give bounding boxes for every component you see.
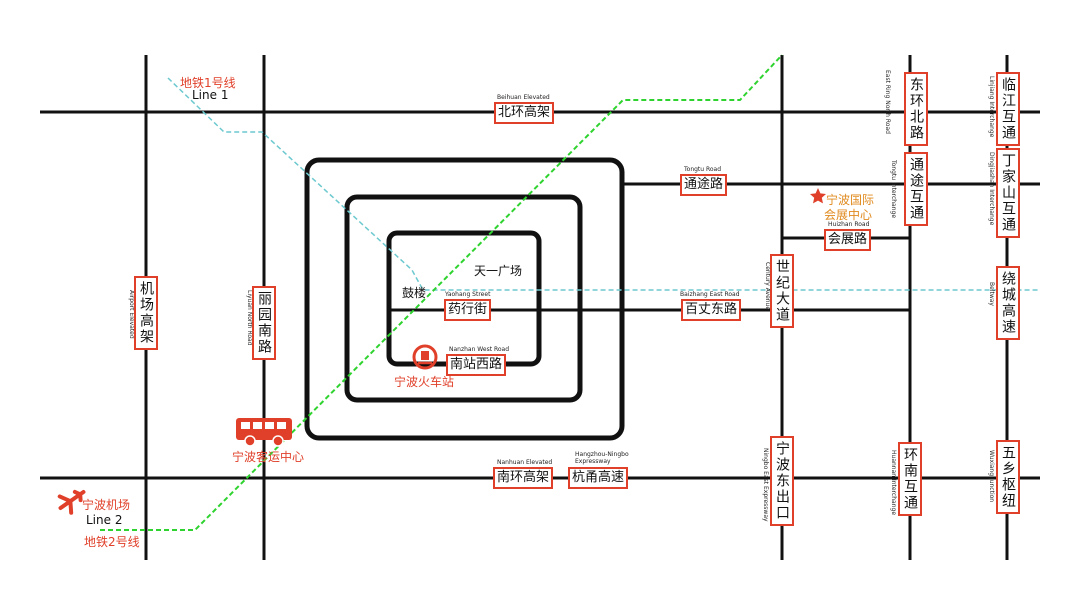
railway-station-label: 宁波火车站: [394, 375, 455, 389]
metro-line-1: [167, 77, 1040, 291]
sign-nanzhan: 南站西路: [446, 354, 507, 376]
ring-middle: [344, 194, 583, 403]
train-station-icon: [412, 344, 438, 370]
ningbo-east-exit-en: Ningbo East Expressway: [762, 448, 769, 522]
huannan-en: Huannan Interchange: [890, 450, 897, 516]
sign-baizhang: 百丈东路: [681, 299, 742, 321]
star-icon: [810, 188, 826, 204]
donghuan-north-en: East Ring North Road: [884, 70, 891, 134]
sign-huizhan: 会展路: [824, 229, 872, 251]
century-en: Century Avenue: [764, 262, 771, 311]
beihuan-en: Beihuan Elevated: [497, 94, 550, 101]
baizhang-en: Baizhang East Road: [680, 291, 740, 298]
metro-line-2-en: Line 2: [86, 513, 123, 527]
bus-icon: [236, 418, 292, 447]
sign-liyuan: 丽园南路: [252, 286, 276, 360]
nanhuan-en: Nanhuan Elevated: [497, 459, 553, 466]
expo-center-label-2: 会展中心: [824, 208, 873, 222]
sign-tongtu-interchange: 通途互通: [904, 152, 928, 226]
sign-airport-elevated: 机场高架: [134, 276, 158, 350]
sign-nanhuan: 南环高架: [493, 467, 554, 489]
airport-label: 宁波机场: [82, 498, 131, 512]
airplane-icon: [57, 489, 86, 515]
liyuan-en: Liyuan North Road: [246, 290, 253, 346]
sign-ningbo-east-exit: 宁波东出口: [770, 436, 794, 526]
sign-century: 世纪大道: [770, 254, 794, 328]
sign-raocheng: 绕城高速: [996, 266, 1020, 340]
tianyi-square-label: 天一广场: [474, 264, 523, 278]
sign-beihuan: 北环高架: [494, 102, 555, 124]
nanzhan-en: Nanzhan West Road: [449, 346, 510, 353]
wuxiang-en: Wuxiang Junction: [988, 450, 995, 503]
sign-dingjiashan: 丁家山互通: [996, 148, 1020, 238]
hangyong-en: Hangzhou-Ningbo Expressway: [575, 451, 629, 465]
raocheng-en: Beltway: [988, 282, 995, 306]
sign-huannan: 环南互通: [898, 442, 922, 516]
dingjiashan-en: Dingjiashan Interchange: [988, 152, 995, 226]
sign-yaohang: 药行街: [444, 299, 492, 321]
sign-hangyong: 杭甬高速: [568, 467, 629, 489]
expo-center-label-1: 宁波国际: [826, 193, 875, 207]
ring-outer: [304, 157, 625, 441]
airport-elevated-en: Airport Elevated: [128, 290, 135, 339]
gulou-label: 鼓楼: [402, 286, 427, 300]
tongtu-interchange-en: Tongtu Interchange: [890, 160, 897, 219]
sign-wuxiang: 五乡枢纽: [996, 440, 1020, 514]
sign-tongtu: 通途路: [680, 174, 728, 196]
metro-line-1-label: 地铁1号线: [180, 76, 236, 90]
metro-line-2-label: 地铁2号线: [84, 535, 140, 549]
bus-center-label: 宁波客运中心: [232, 450, 305, 464]
metro-line-1-en: Line 1: [192, 88, 229, 102]
yaohang-en: Yaohang Street: [445, 291, 491, 298]
huizhan-en: Huizhan Road: [828, 221, 870, 228]
sign-donghuan-north: 东环北路: [904, 72, 928, 146]
tongtu-en: Tongtu Road: [684, 166, 722, 173]
sign-linjiang: 临江互通: [996, 72, 1020, 146]
linjiang-en: Linjiang Interchange: [988, 76, 995, 138]
